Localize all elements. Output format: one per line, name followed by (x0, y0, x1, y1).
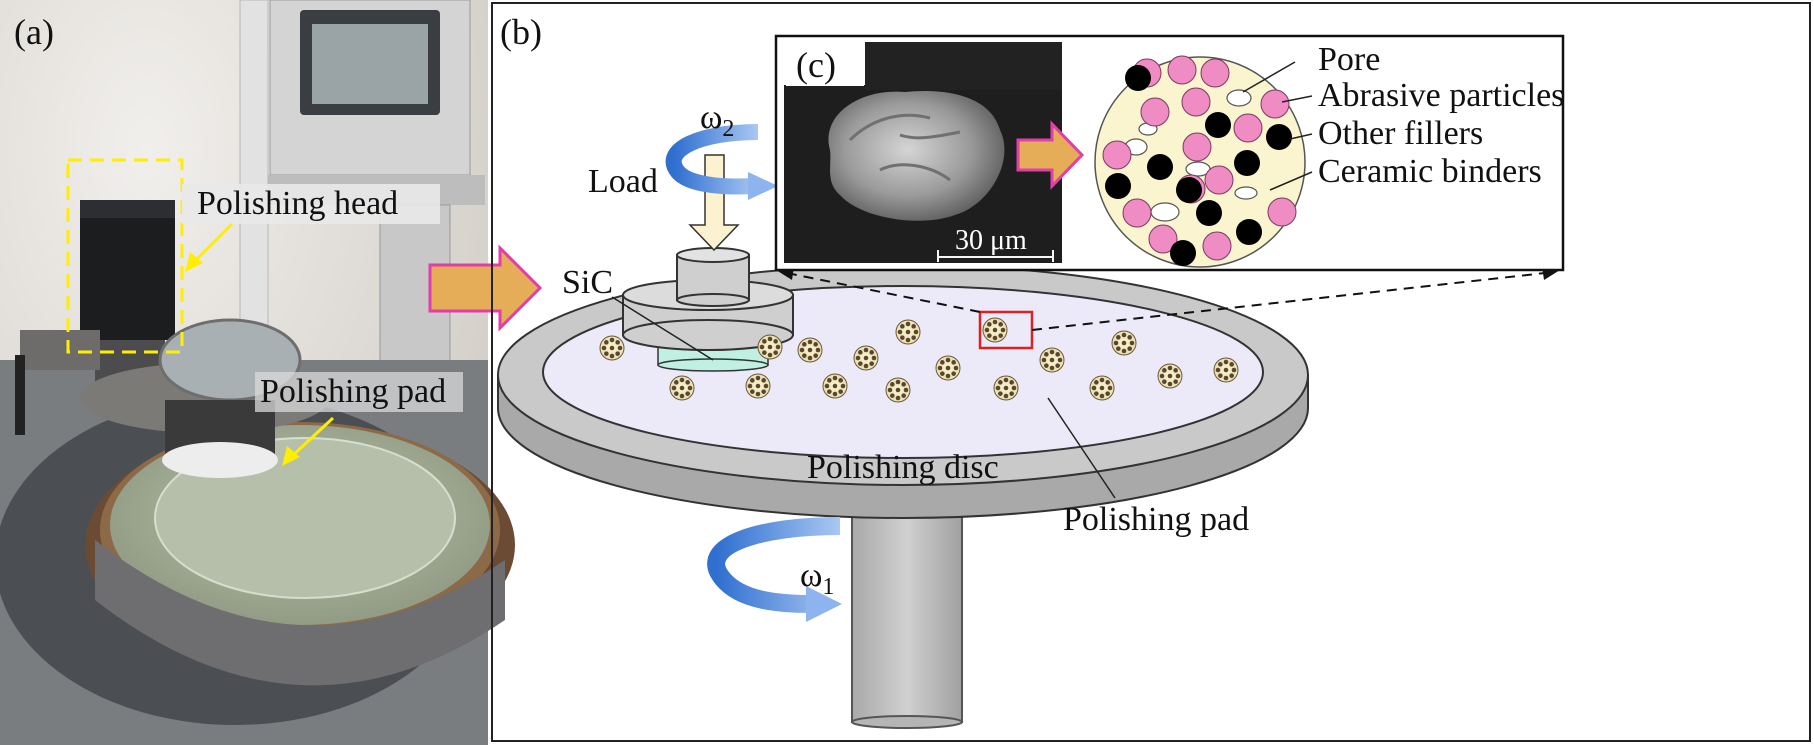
omega2-rotation-arrow (665, 124, 759, 195)
panel-c-label: (c) (796, 45, 836, 85)
omega2-label: ω2 (700, 99, 734, 142)
fillers-label: Other fillers (1318, 115, 1483, 152)
scale-bar-label: 30 μm (955, 225, 1027, 256)
abrasive-particle (1181, 87, 1211, 117)
abrasive-grain (599, 335, 625, 361)
filler-particle (1170, 240, 1196, 266)
polishing-pad-pointer (288, 416, 335, 460)
omega2-arrowhead (748, 172, 778, 200)
abrasive-grain (895, 319, 921, 345)
omega1-arrowhead (806, 586, 842, 622)
filler-particle (1234, 150, 1260, 176)
filler-particle (1266, 124, 1292, 150)
abrasive-grain (822, 373, 848, 399)
panel-transition-arrow (428, 244, 543, 332)
pore-leader (1242, 61, 1296, 93)
pore-label: Pore (1318, 41, 1380, 78)
filler-particle (1196, 200, 1222, 226)
sem-to-schematic-arrow (1016, 120, 1085, 190)
abrasive-grain (885, 377, 911, 403)
polishing-head-label-bg (182, 184, 440, 224)
binders-leader (1269, 171, 1313, 191)
pore-shape (1150, 202, 1180, 222)
abrasive-particle (1122, 198, 1152, 228)
sic-label: SiC (562, 264, 613, 301)
abrasive-grain (745, 373, 771, 399)
polishing-pad-label-bg (255, 372, 463, 412)
abrasive-particle (1182, 132, 1212, 162)
abrasive-grains (599, 317, 1239, 403)
abrasive-grain (935, 355, 961, 381)
omega1-label: ω1 (800, 557, 834, 600)
abrasive-particle (1102, 140, 1132, 170)
abrasive-grain (797, 337, 823, 363)
filler-particle (1176, 177, 1202, 203)
abrasive-particle (1267, 197, 1297, 227)
load-arrow (688, 154, 740, 252)
polishing-head-label: Polishing head (197, 185, 398, 222)
abrasive-particle (1202, 231, 1232, 261)
abrasive-particle (1233, 113, 1263, 143)
panel-a-label: (a) (14, 12, 54, 52)
panel-b-label: (b) (500, 12, 542, 52)
shaft-bottom (851, 715, 963, 729)
abrasive-particle (1200, 58, 1230, 88)
filler-particle (1236, 219, 1262, 245)
abrasive-grain (993, 375, 1019, 401)
sic-leader (611, 296, 714, 361)
pore-shape (1234, 186, 1258, 200)
fillers-leader (1289, 133, 1313, 140)
grain-schematic (1094, 55, 1306, 268)
abrasive-particle (1167, 55, 1197, 85)
polishing-head-pointer (190, 222, 234, 266)
abrasive-grain (1157, 363, 1183, 389)
polishing-pad-label-b: Polishing pad (1063, 501, 1249, 538)
polishing-disc-label: Polishing disc (807, 449, 999, 486)
abrasive-particle (1148, 224, 1178, 254)
sem-image (784, 42, 1062, 263)
panel-c-label-bg (786, 42, 864, 86)
abrasive-grain (982, 317, 1008, 343)
filler-particle (1147, 154, 1173, 180)
pore-shape (1226, 89, 1252, 107)
panel-b-frame (491, 2, 1811, 742)
filler-particle (1205, 112, 1231, 138)
polishing-head-callout-box (66, 158, 184, 354)
abrasive-grain (669, 375, 695, 401)
filler-particle (1125, 65, 1151, 91)
abrasive-label: Abrasive particles (1318, 77, 1564, 114)
abrasive-grain (1089, 375, 1115, 401)
abrasive-grain (853, 345, 879, 371)
abrasive-grain (1213, 357, 1239, 383)
load-label: Load (588, 163, 658, 200)
abrasive-grain (1039, 347, 1065, 373)
abrasive-leader (1281, 95, 1313, 103)
polishing-pad-label-a: Polishing pad (260, 373, 446, 410)
polishing-pad-pointer-head (282, 446, 300, 466)
filler-particle (1105, 173, 1131, 199)
polishing-head-pointer-head (185, 252, 203, 272)
abrasive-grain (1111, 330, 1137, 356)
omega1-rotation-arrow (707, 517, 841, 613)
polishing-pad-leader (1047, 397, 1116, 499)
abrasive-particle (1140, 97, 1170, 127)
abrasive-particle (1260, 89, 1290, 119)
abrasive-grain (757, 334, 783, 360)
binders-label: Ceramic binders (1318, 153, 1542, 190)
polishing-head-diagram (622, 247, 794, 372)
zoom-line-right (1031, 271, 1555, 331)
abrasive-particle (1204, 165, 1234, 195)
